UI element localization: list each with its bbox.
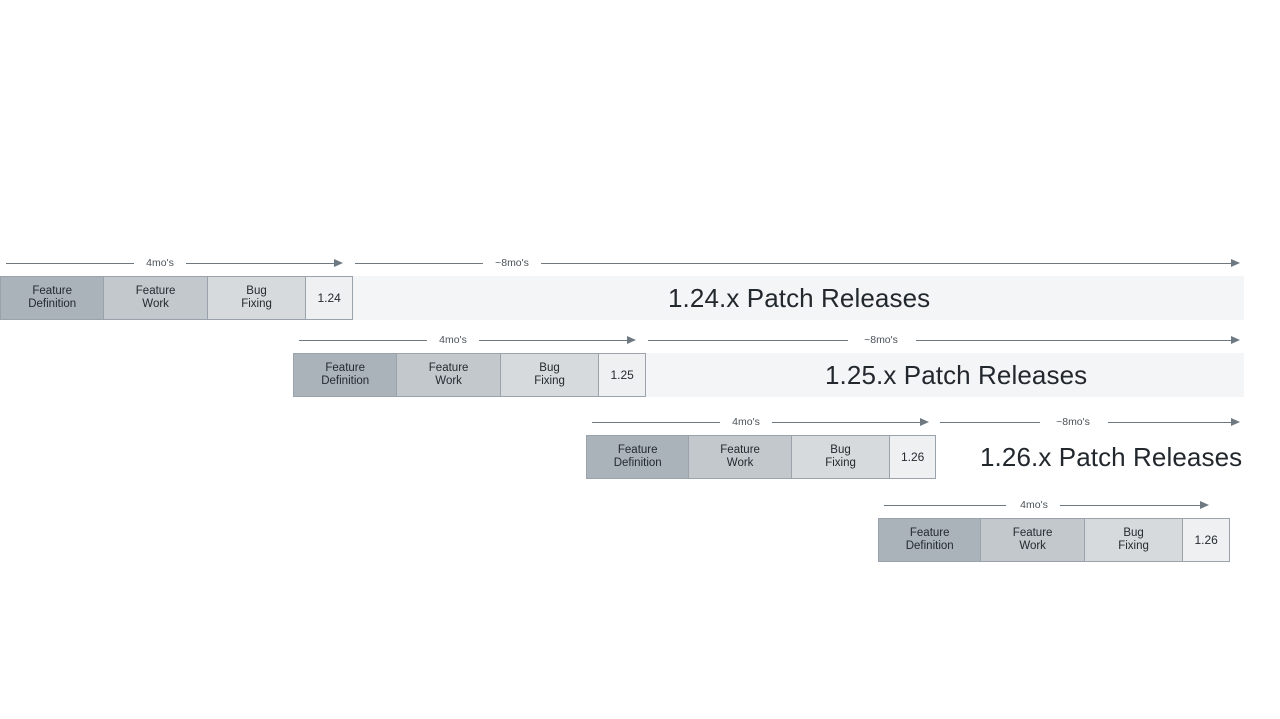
phase-feature-work[interactable]: Feature Work (104, 277, 208, 319)
phase-line-1: Feature (1012, 527, 1053, 539)
phase-release-version[interactable]: 1.24 (306, 277, 352, 319)
phase-bug-fixing[interactable]: Bug Fixing (1084, 519, 1184, 561)
patch-label-125: 1.25.x Patch Releases (825, 360, 1088, 390)
phase-group-next: Feature Definition Feature Work Bug Fixi… (878, 518, 1230, 562)
release-version-label: 1.24 (317, 290, 341, 305)
dim-line-right (1060, 505, 1200, 506)
dimension-patch-window-125: ~8mo's (648, 332, 1240, 350)
phase-feature-work[interactable]: Feature Work (397, 354, 501, 396)
dim-line-left (299, 340, 427, 341)
phase-line-2: Work (142, 298, 169, 310)
phase-line-2: Fixing (825, 457, 856, 469)
dim-arrowhead-icon (1200, 501, 1209, 509)
dimension-dev-cycle-126: 4mo's (592, 414, 930, 432)
release-row-126: 1.26.x Patch Releases Feature Definition… (586, 435, 1244, 479)
dimension-dev-cycle-next: 4mo's (884, 497, 1210, 515)
dimension-patch-window-124: ~8mo's (355, 255, 1240, 273)
phase-line-2: Fixing (534, 375, 565, 387)
dim-line-left (940, 422, 1040, 423)
dim-arrowhead-icon (627, 336, 636, 344)
phase-line-1: Feature (135, 285, 176, 297)
phase-group-125: Feature Definition Feature Work Bug Fixi… (293, 353, 646, 397)
phase-line-2: Definition (613, 457, 662, 469)
phase-release-version[interactable]: 1.26 (890, 436, 935, 478)
dim-label: 4mo's (439, 334, 467, 346)
dim-arrowhead-icon (1231, 259, 1240, 267)
dim-line-right (479, 340, 627, 341)
phase-line-1: Feature (32, 285, 73, 297)
phase-line-1: Feature (428, 362, 469, 374)
phase-line-1: Bug (830, 444, 851, 456)
phase-line-1: Feature (617, 444, 658, 456)
dim-arrowhead-icon (1231, 336, 1240, 344)
dimension-dev-cycle-124: 4mo's (6, 255, 344, 273)
dimension-patch-window-126: ~8mo's (940, 414, 1240, 432)
phase-feature-work[interactable]: Feature Work (981, 519, 1085, 561)
phase-feature-work[interactable]: Feature Work (689, 436, 792, 478)
dim-arrowhead-icon (1231, 418, 1240, 426)
phase-feature-definition[interactable]: Feature Definition (879, 519, 982, 561)
dim-line-left (648, 340, 848, 341)
dim-line-right (186, 263, 334, 264)
dim-line-right (772, 422, 920, 423)
dim-label: ~8mo's (864, 334, 898, 346)
release-version-label: 1.25 (610, 367, 634, 382)
phase-line-2: Work (1019, 540, 1046, 552)
phase-line-1: Bug (246, 285, 267, 297)
phase-line-2: Definition (905, 540, 954, 552)
phase-feature-definition[interactable]: Feature Definition (1, 277, 105, 319)
phase-line-1: Feature (720, 444, 760, 456)
phase-bug-fixing[interactable]: Bug Fixing (791, 436, 891, 478)
dim-line-left (6, 263, 134, 264)
release-row-125: 1.25.x Patch Releases Feature Definition… (293, 353, 1244, 397)
dim-line-left (884, 505, 1006, 506)
phase-line-2: Definition (28, 298, 77, 310)
dim-line-left (592, 422, 720, 423)
dim-arrowhead-icon (334, 259, 343, 267)
phase-line-1: Bug (1123, 527, 1144, 539)
phase-bug-fixing[interactable]: Bug Fixing (500, 354, 600, 396)
phase-release-version[interactable]: 1.25 (599, 354, 645, 396)
dim-line-right (1108, 422, 1231, 423)
release-version-label: 1.26 (1194, 532, 1218, 547)
dim-label: 4mo's (146, 257, 174, 269)
phase-line-2: Fixing (1118, 540, 1149, 552)
dimension-dev-cycle-125: 4mo's (299, 332, 637, 350)
phase-line-1: Feature (909, 527, 950, 539)
dim-line-left (355, 263, 483, 264)
phase-bug-fixing[interactable]: Bug Fixing (207, 277, 307, 319)
dim-label: ~8mo's (1056, 416, 1090, 428)
phase-group-124: Feature Definition Feature Work Bug Fixi… (0, 276, 353, 320)
dim-label: 4mo's (1020, 499, 1048, 511)
release-version-label: 1.26 (900, 449, 925, 464)
dim-label: ~8mo's (495, 257, 529, 269)
patch-label-124: 1.24.x Patch Releases (668, 283, 931, 313)
dim-label: 4mo's (732, 416, 760, 428)
phase-line-1: Feature (325, 362, 366, 374)
phase-line-2: Fixing (241, 298, 272, 310)
release-row-124: 1.24.x Patch Releases Feature Definition… (0, 276, 1244, 320)
phase-release-version[interactable]: 1.26 (1183, 519, 1229, 561)
phase-feature-definition[interactable]: Feature Definition (587, 436, 690, 478)
dim-line-right (541, 263, 1231, 264)
patch-label-126: 1.26.x Patch Releases (980, 442, 1243, 472)
phase-feature-definition[interactable]: Feature Definition (294, 354, 398, 396)
phase-line-2: Definition (321, 375, 370, 387)
release-row-next: Feature Definition Feature Work Bug Fixi… (878, 518, 1230, 562)
dim-arrowhead-icon (920, 418, 929, 426)
dim-line-right (916, 340, 1231, 341)
phase-group-126: Feature Definition Feature Work Bug Fixi… (586, 435, 936, 479)
phase-line-1: Bug (539, 362, 560, 374)
phase-line-2: Work (435, 375, 462, 387)
phase-line-2: Work (726, 457, 754, 469)
